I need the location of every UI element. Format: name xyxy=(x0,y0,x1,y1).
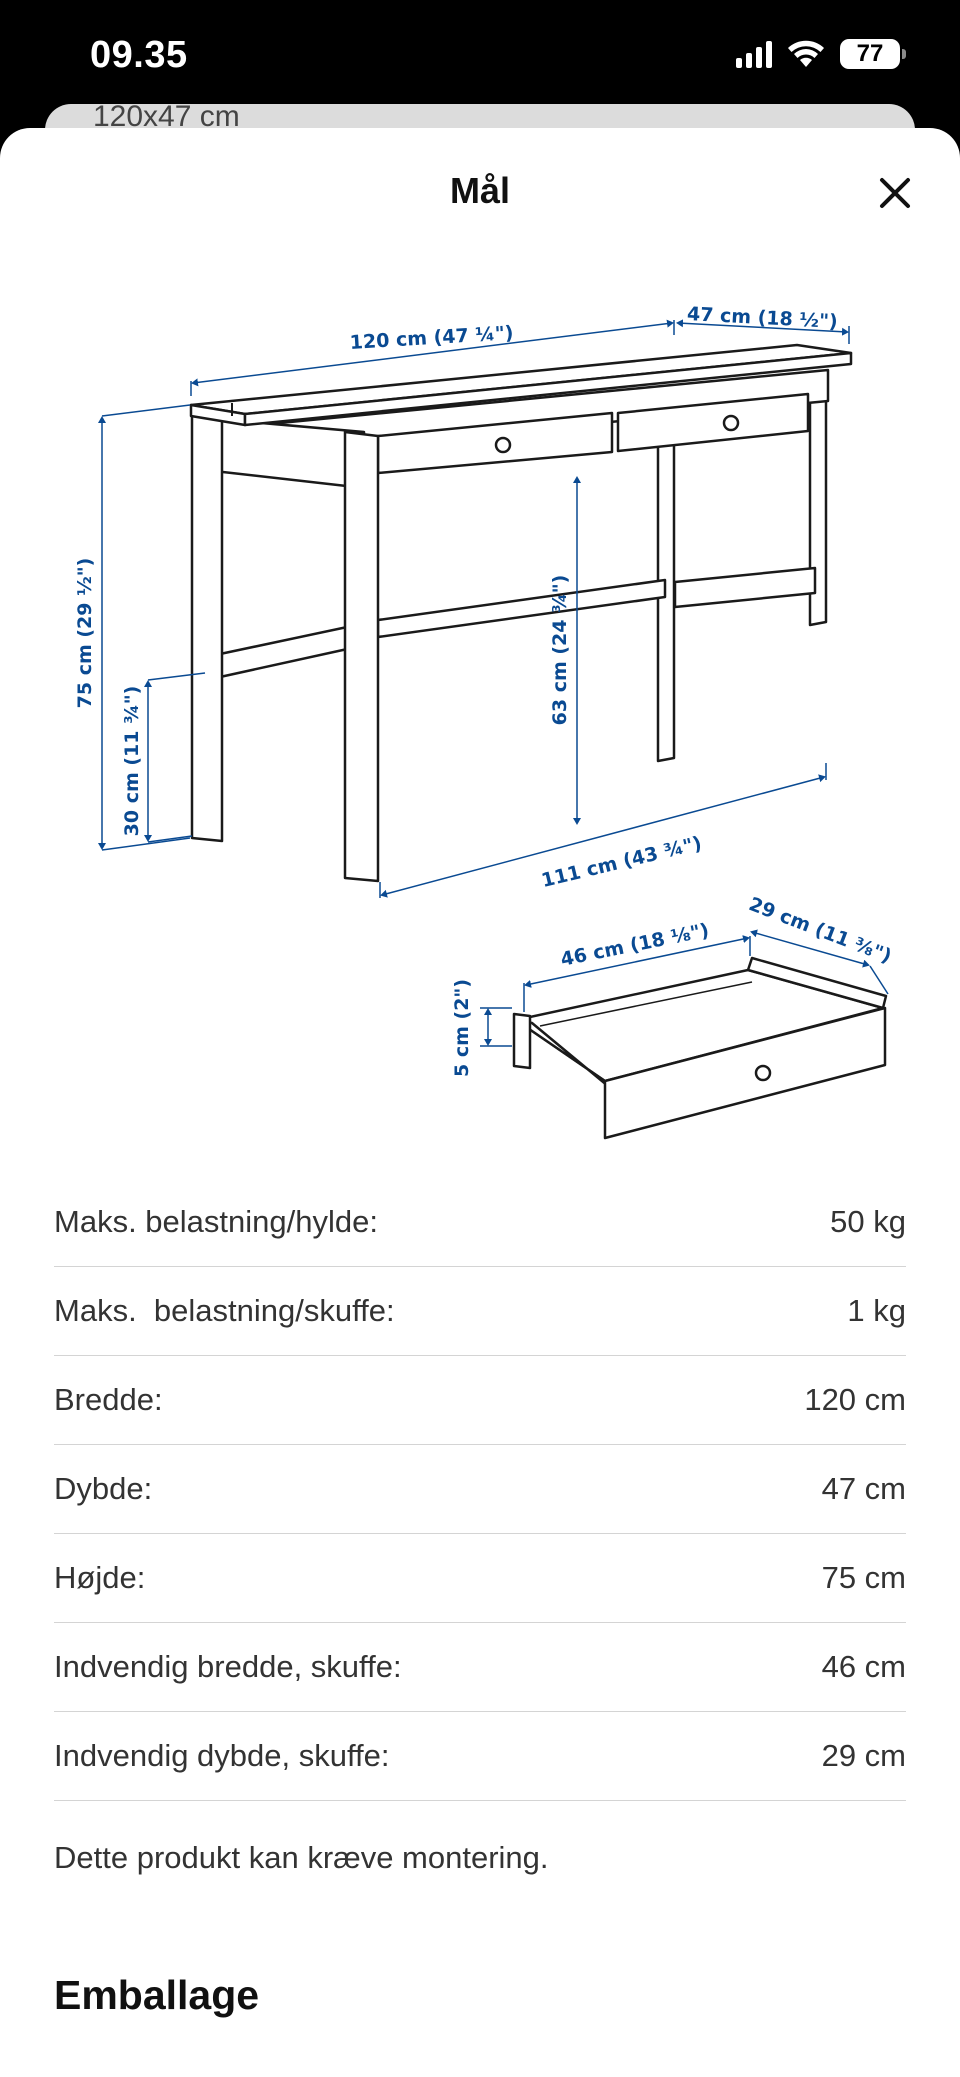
sheet-title: Mål xyxy=(449,170,510,211)
spec-value: 75 cm xyxy=(821,1560,906,1595)
dimension-diagram: 120 cm (47 ¼") 47 cm (18 ½") 75 cm (29 ½… xyxy=(74,303,895,1140)
spec-value: 29 cm xyxy=(821,1738,906,1773)
specs-list: Maks. belastning/hylde: 50 kg Maks. bela… xyxy=(54,1178,906,1801)
dim-label-drawer-depth: 29 cm (11 ⅜") xyxy=(746,893,895,968)
spec-row: Bredde: 120 cm xyxy=(54,1356,906,1445)
close-icon xyxy=(880,178,910,208)
spec-row: Indvendig dybde, skuffe: 29 cm xyxy=(54,1712,906,1801)
spec-row: Maks. belastning/hylde: 50 kg xyxy=(54,1178,906,1267)
spec-label: Maks. belastning/hylde: xyxy=(54,1204,378,1239)
spec-value: 120 cm xyxy=(804,1382,906,1417)
spec-label: Dybde: xyxy=(54,1471,153,1506)
dim-label-under-clearance: 63 cm (24 ¾") xyxy=(549,575,571,726)
status-time: 09.35 xyxy=(90,34,188,76)
signal-icon xyxy=(736,40,772,68)
dim-label-width: 120 cm (47 ¼") xyxy=(349,322,514,354)
drawer-knob-right xyxy=(722,414,740,432)
spec-value: 47 cm xyxy=(821,1471,906,1506)
spec-row: Dybde: 47 cm xyxy=(54,1445,906,1534)
spec-label: Bredde: xyxy=(54,1382,163,1417)
packaging-heading[interactable]: Emballage xyxy=(54,1972,260,2018)
drawer-knob-left xyxy=(494,436,512,454)
battery-level: 77 xyxy=(856,40,884,67)
spec-value: 1 kg xyxy=(847,1293,906,1328)
status-icons: 77 xyxy=(736,36,906,72)
spec-row: Højde: 75 cm xyxy=(54,1534,906,1623)
spec-row: Maks. belastning/skuffe: 1 kg xyxy=(54,1267,906,1356)
spec-value: 50 kg xyxy=(830,1204,906,1239)
status-bar: 09.35 77 xyxy=(0,0,960,110)
dim-label-depth: 47 cm (18 ½") xyxy=(686,303,838,333)
drawer-drawing xyxy=(512,956,888,1140)
assembly-note: Dette produkt kan kræve montering. xyxy=(54,1840,549,1875)
spec-label: Højde: xyxy=(54,1560,146,1595)
dim-label-height: 75 cm (29 ½") xyxy=(74,558,96,709)
spec-label: Maks. belastning/skuffe: xyxy=(54,1293,395,1328)
desk-drawing xyxy=(189,343,853,883)
close-button[interactable] xyxy=(870,168,920,218)
wifi-icon xyxy=(788,40,824,67)
dim-label-shelf-height: 30 cm (11 ¾") xyxy=(121,686,143,837)
spec-label: Indvendig dybde, skuffe: xyxy=(54,1738,390,1773)
dimension-lines xyxy=(98,319,889,1047)
dim-label-inner-width: 111 cm (43 ¾") xyxy=(539,832,704,892)
dimensions-sheet: Mål xyxy=(0,128,960,2077)
dim-label-drawer-width: 46 cm (18 ⅛") xyxy=(559,919,711,971)
drawer-knob xyxy=(754,1064,772,1082)
dim-label-drawer-height: 5 cm (2") xyxy=(451,979,473,1077)
spec-row: Indvendig bredde, skuffe: 46 cm xyxy=(54,1623,906,1712)
spec-value: 46 cm xyxy=(821,1649,906,1684)
spec-label: Indvendig bredde, skuffe: xyxy=(54,1649,402,1684)
battery-icon: 77 xyxy=(840,39,906,69)
